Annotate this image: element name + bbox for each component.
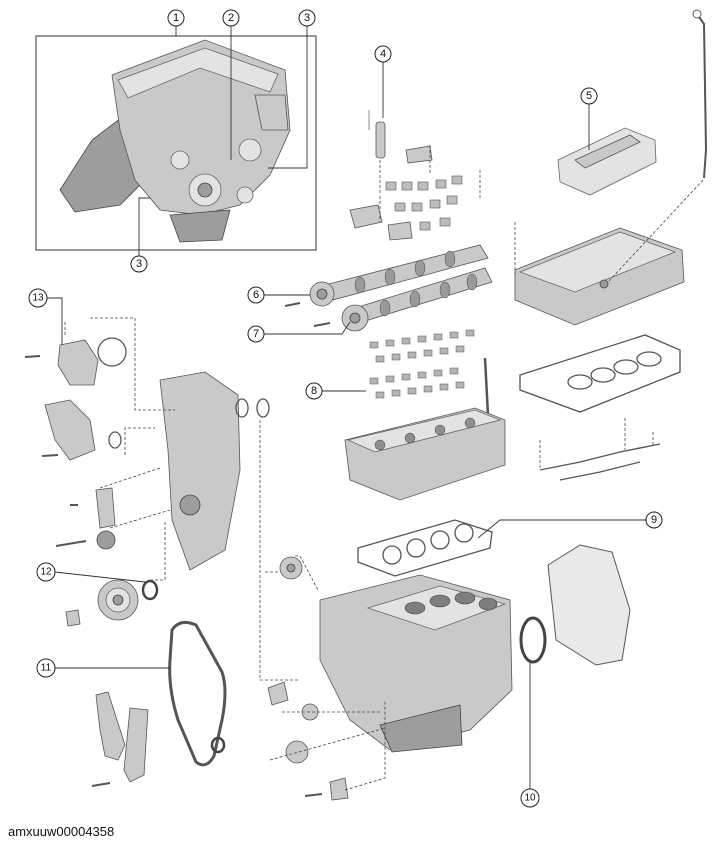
callout-9: 9	[645, 511, 663, 529]
crankshaft-sprocket-parts	[210, 556, 349, 801]
cylinder-head-gasket	[357, 519, 493, 577]
leader-lines	[47, 26, 646, 790]
svg-text:7: 7	[253, 328, 259, 340]
callout-7: 7	[247, 325, 265, 343]
callout-1: 1	[167, 9, 185, 27]
svg-text:6: 6	[253, 289, 259, 301]
engine-cover	[557, 127, 657, 196]
svg-text:11: 11	[41, 663, 52, 674]
svg-text:2: 2	[228, 12, 234, 24]
crankshaft-pulley	[65, 579, 139, 627]
head-bolt	[483, 357, 490, 416]
svg-text:3: 3	[136, 258, 142, 270]
timing-chain-cover	[159, 371, 270, 571]
svg-text:1: 1	[173, 12, 179, 24]
callout-12: 12	[36, 562, 56, 582]
svg-text:9: 9	[651, 514, 657, 526]
alignment-lines	[64, 145, 516, 791]
svg-text:3: 3	[304, 12, 310, 24]
callout-3-bottom: 3	[130, 255, 148, 273]
cylinder-block	[319, 574, 513, 753]
cylinder-head	[344, 407, 506, 501]
callout-6: 6	[247, 286, 265, 304]
oil-control-valve	[368, 110, 433, 195]
exhaust-camshaft-sprocket	[313, 304, 369, 332]
tensioner-bracket	[41, 399, 122, 461]
cylinder-head-cover	[514, 227, 685, 326]
water-pump	[24, 337, 127, 386]
drive-belt-tensioner	[55, 487, 116, 550]
svg-text:4: 4	[380, 48, 386, 60]
callout-4: 4	[374, 45, 392, 63]
valve-train-parts	[369, 329, 475, 399]
engine-assembly	[59, 39, 291, 243]
callout-13: 13	[28, 288, 48, 308]
end-plate	[547, 544, 631, 666]
callout-8: 8	[305, 382, 323, 400]
callout-2: 2	[222, 9, 240, 27]
chain-guides	[91, 691, 149, 787]
callout-5: 5	[580, 87, 598, 105]
svg-text:13: 13	[32, 293, 44, 304]
timing-chain	[168, 620, 227, 767]
callout-10: 10	[520, 788, 540, 808]
callout-11: 11	[36, 658, 56, 678]
svg-text:12: 12	[40, 567, 52, 578]
intake-camshaft-sprocket	[284, 281, 335, 307]
svg-text:8: 8	[311, 385, 317, 397]
figure-id: amxuuw00004358	[8, 824, 115, 839]
front-oil-seal	[141, 579, 159, 601]
callout-3-top: 3	[298, 9, 316, 27]
ignition-harness	[539, 418, 661, 481]
rear-oil-seal	[519, 616, 547, 664]
svg-text:10: 10	[524, 793, 536, 804]
oil-dipstick	[607, 9, 708, 283]
rocker-arm-set	[349, 175, 463, 241]
head-cover-gasket	[519, 334, 681, 413]
svg-text:5: 5	[586, 90, 592, 102]
